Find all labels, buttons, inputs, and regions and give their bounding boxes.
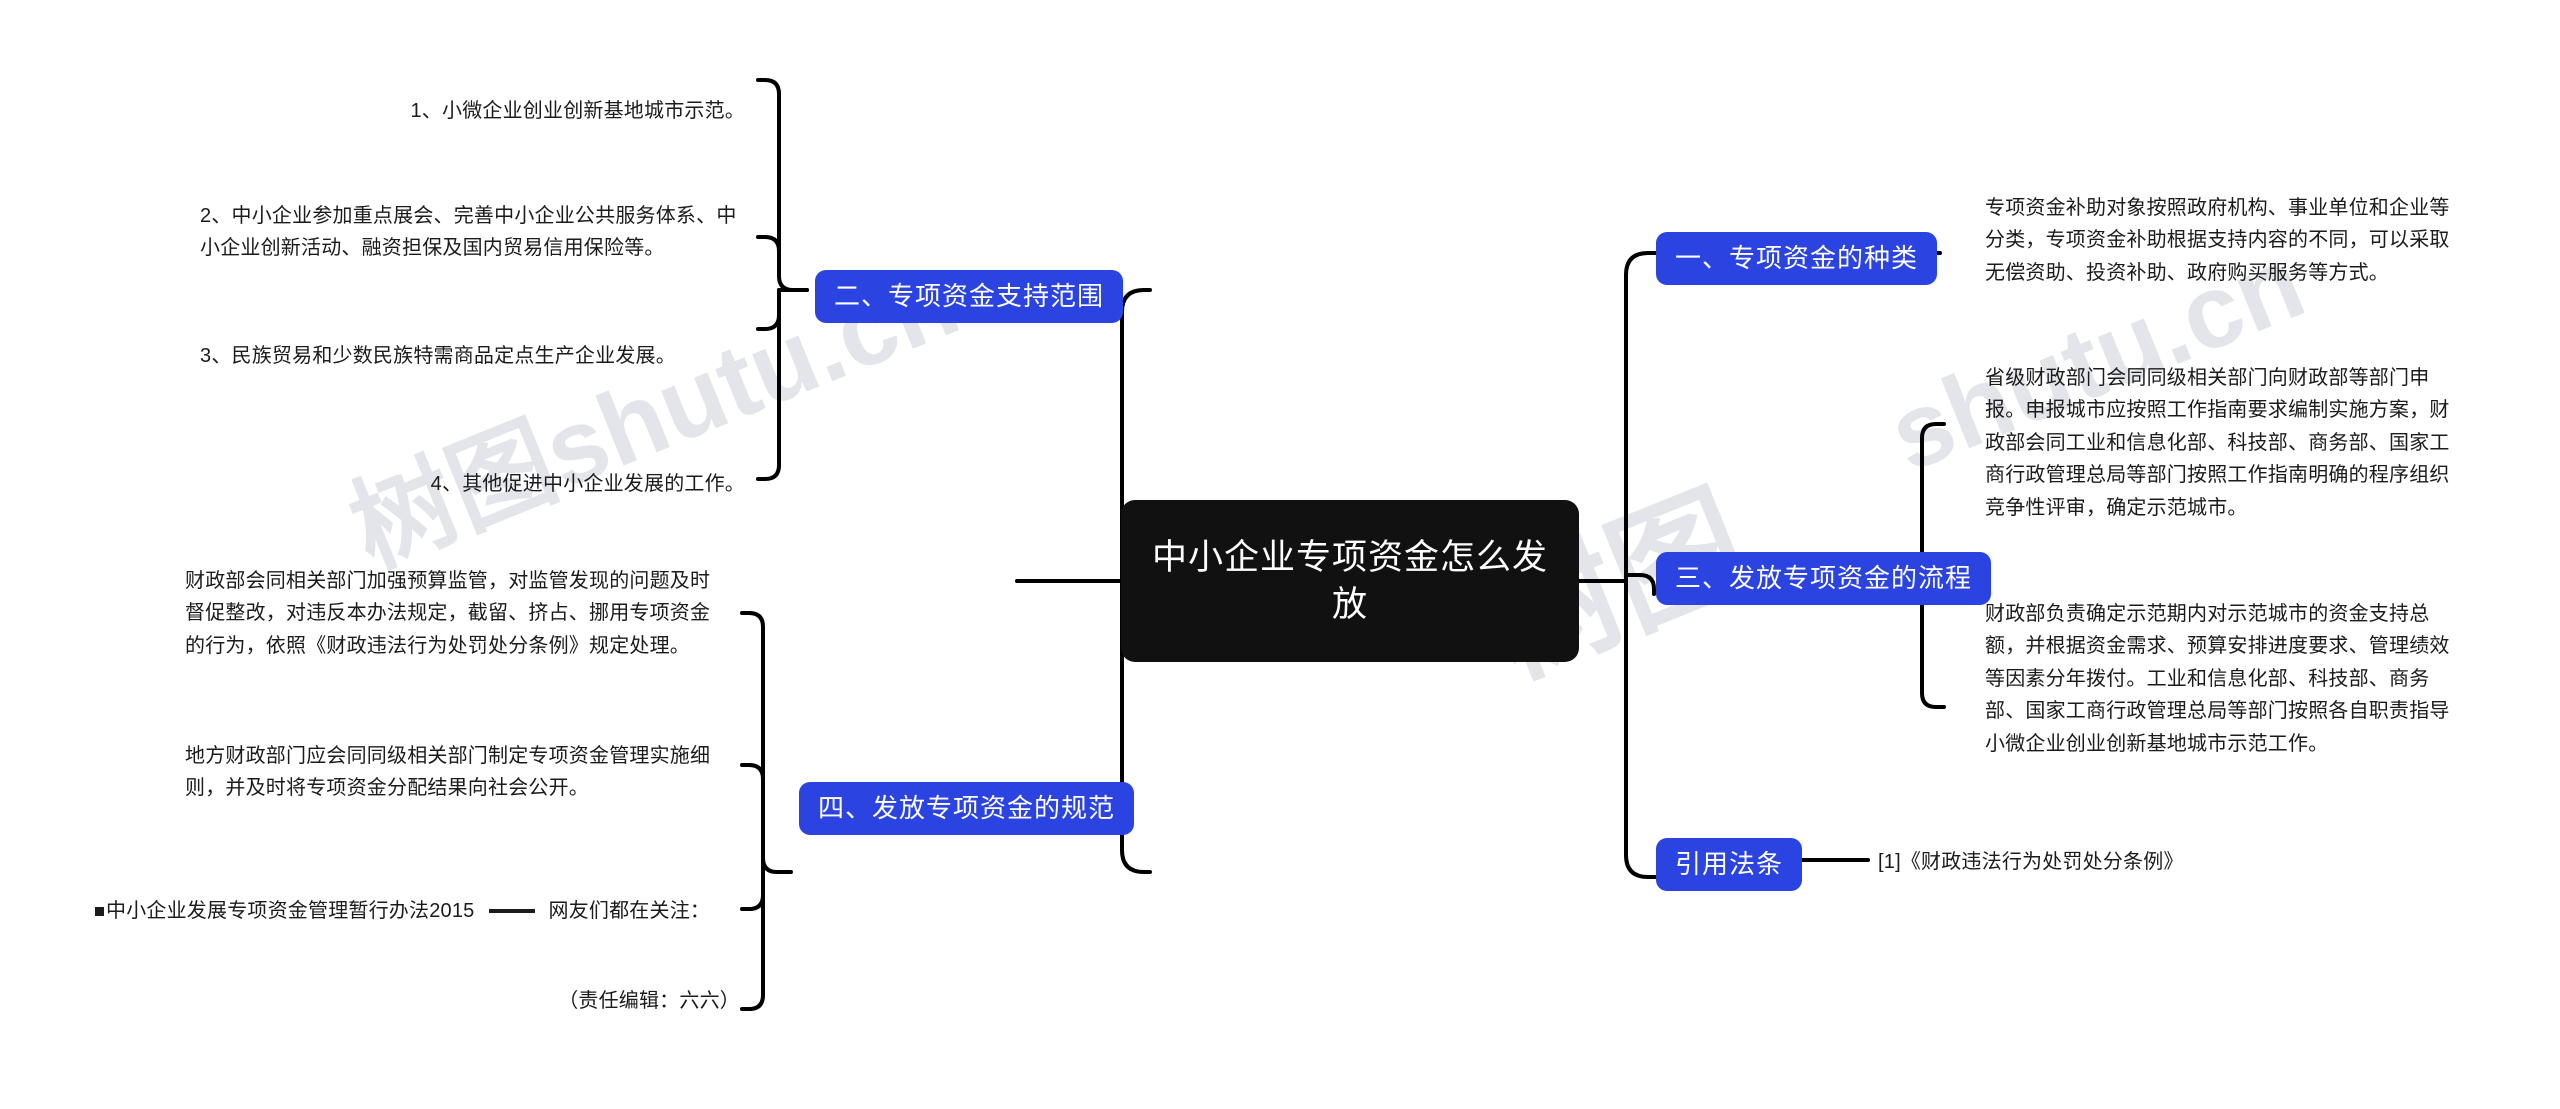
leaf-b1-child-1-text: 专项资金补助对象按照政府机构、事业单位和企业等分类，专项资金补助根据支持内容的不… [1985,197,2450,284]
branch-node-4-label: 四、发放专项资金的规范 [818,793,1116,823]
link-b2-child1 [756,78,809,292]
link-b3-child1 [1892,422,1946,574]
branch-node-1[interactable]: 一、专项资金的种类 [1656,232,1938,286]
branch-node-reference-label: 引用法条 [1675,849,1784,879]
branch-node-3-label: 三、发放专项资金的流程 [1675,563,1973,593]
bottom-note-related: 网友们都在关注： [548,900,711,922]
link-left-to-branch4 [1120,848,1152,874]
leaf-b2-child-4[interactable]: 4、其他促进中小企业发展的工作。 [200,468,745,500]
leaf-b1-child-1[interactable]: 专项资金补助对象按照政府机构、事业单位和企业等分类，专项资金补助根据支持内容的不… [1985,192,2455,289]
link-right-to-branch3 [1624,573,1656,596]
leaf-b4-child-1[interactable]: 财政部会同相关部门加强预算监管，对监管发现的问题及时督促整改，对违反本办法规定，… [185,565,730,662]
leaf-b3-child-1-text: 省级财政部门会同同级相关部门向财政部等部门申报。申报城市应按照工作指南要求编制实… [1985,367,2450,519]
leaf-b4-child-2-text: 地方财政部门应会同同级相关部门制定专项资金管理实施细则，并及时将专项资金分配结果… [185,745,711,800]
leaf-reference-child-1-text: [1]《财政违法行为处罚处分条例》 [1878,851,2184,873]
branch-node-1-label: 一、专项资金的种类 [1675,243,1919,273]
branch-node-reference[interactable]: 引用法条 [1656,838,1803,892]
link-b4-child1 [740,611,793,874]
leaf-b2-child-3[interactable]: 3、民族贸易和少数民族特需商品定点生产企业发展。 [200,340,745,372]
leaf-b2-child-2[interactable]: 2、中小企业参加重点展会、完善中小企业公共服务体系、中小企业创新活动、融资担保及… [200,200,745,265]
branch-node-4[interactable]: 四、发放专项资金的规范 [799,782,1135,836]
dash-connector-icon [488,909,535,914]
link-b4-child2 [740,763,765,874]
root-title: 中小企业专项资金怎么发放 [1151,537,1548,624]
link-right-to-branch1 [1624,251,1658,277]
branch-node-2[interactable]: 二、专项资金支持范围 [815,270,1124,324]
leaf-b2-child-4-text: 4、其他促进中小企业发展的工作。 [430,473,745,495]
link-right-to-branchref [1624,853,1658,879]
bottom-note-title: 中小企业发展专项资金管理暂行办法2015 [106,900,475,922]
branch-node-3[interactable]: 三、发放专项资金的流程 [1656,552,1992,606]
leaf-b3-child-2[interactable]: 财政部负责确定示范期内对示范城市的资金支持总额，并根据资金需求、预算安排进度要求… [1985,598,2465,760]
editor-note-text: （责任编辑：六六） [558,990,740,1012]
link-b2-child3 [756,288,781,331]
leaf-bottom-note[interactable]: 中小企业发展专项资金管理暂行办法2015 网友们都在关注： [95,895,745,927]
leaf-b2-child-1[interactable]: 1、小微企业创业创新基地城市示范。 [200,95,745,127]
link-b2-child2 [756,235,781,278]
leaf-b4-child-1-text: 财政部会同相关部门加强预算监管，对监管发现的问题及时督促整改，对违反本办法规定，… [185,570,711,657]
link-b2-child4b [756,302,781,481]
leaf-b3-child-2-text: 财政部负责确定示范期内对示范城市的资金支持总额，并根据资金需求、预算安排进度要求… [1985,603,2450,755]
branch-node-2-label: 二、专项资金支持范围 [834,281,1105,311]
link-b4-child4 [740,878,765,1011]
link-left-to-branch2 [1120,288,1152,314]
leaf-b2-child-3-text: 3、民族贸易和少数民族特需商品定点生产企业发展。 [200,345,676,367]
leaf-b3-child-1[interactable]: 省级财政部门会同同级相关部门向财政部等部门申报。申报城市应按照工作指南要求编制实… [1985,362,2455,524]
leaf-reference-child-1[interactable]: [1]《财政违法行为处罚处分条例》 [1878,846,2348,878]
leaf-editor-note[interactable]: （责任编辑：六六） [300,985,740,1017]
square-bullet-icon [95,906,104,916]
leaf-b4-child-2[interactable]: 地方财政部门应会同同级相关部门制定专项资金管理实施细则，并及时将专项资金分配结果… [185,740,730,805]
link-b4-child3 [740,878,765,911]
leaf-b2-child-1-text: 1、小微企业创业创新基地城市示范。 [410,100,745,122]
leaf-b2-child-2-text: 2、中小企业参加重点展会、完善中小企业公共服务体系、中小企业创新活动、融资担保及… [200,205,737,260]
root-node[interactable]: 中小企业专项资金怎么发放 [1121,500,1579,662]
